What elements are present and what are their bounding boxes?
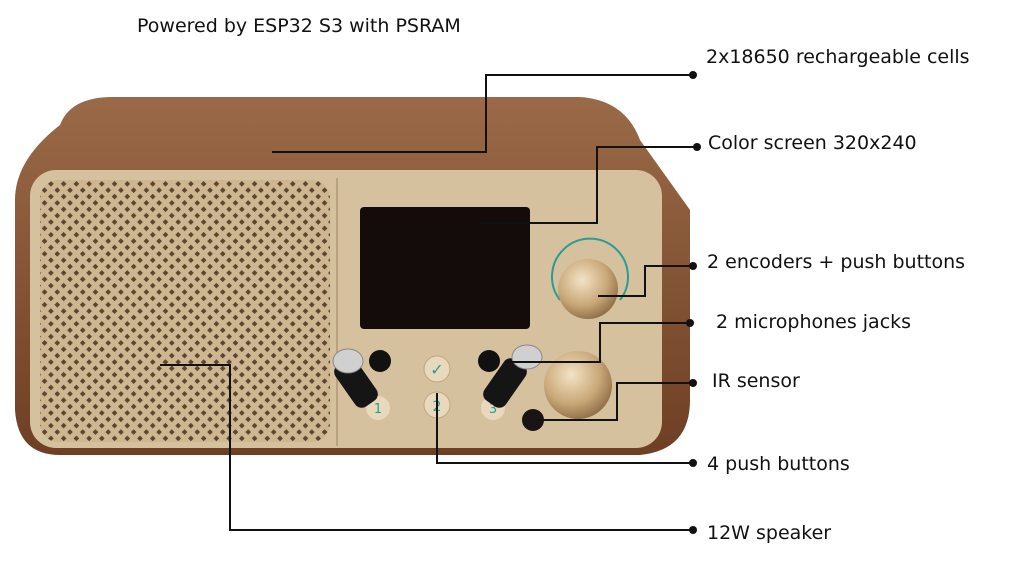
- label-ir: IR sensor: [712, 370, 800, 392]
- ir-sensor: [522, 409, 544, 431]
- color-screen: [360, 207, 530, 329]
- leader-encoders: [598, 265, 693, 297]
- leader-buttons: [436, 393, 693, 464]
- encoder-arc: [551, 237, 629, 301]
- radio-device: ✓ 2 1 3: [15, 97, 690, 455]
- push-button-ok: [423, 355, 451, 383]
- leader-screen: [480, 146, 697, 224]
- leader-mics: [505, 322, 690, 363]
- label-buttons: 4 push buttons: [707, 453, 850, 475]
- title: Powered by ESP32 S3 with PSRAM: [137, 15, 461, 37]
- speaker-grill: [40, 180, 330, 442]
- label-speaker: 12W speaker: [707, 522, 831, 544]
- label-cells: 2x18650 rechargeable cells: [706, 46, 970, 68]
- svg-text:3: 3: [489, 402, 497, 417]
- svg-text:✓: ✓: [430, 360, 443, 379]
- svg-text:1: 1: [374, 402, 382, 417]
- encoder-top: [558, 259, 618, 319]
- label-screen: Color screen 320x240: [708, 132, 917, 154]
- encoder-bottom: [544, 351, 612, 419]
- leader-cells: [272, 74, 693, 153]
- microphone-left: [332, 348, 391, 408]
- label-mics: 2 microphones jacks: [716, 311, 911, 333]
- leader-speaker: [160, 364, 693, 531]
- leader-lines: [160, 71, 701, 534]
- label-encoders: 2 encoders + push buttons: [707, 251, 965, 273]
- leader-ir: [537, 382, 693, 421]
